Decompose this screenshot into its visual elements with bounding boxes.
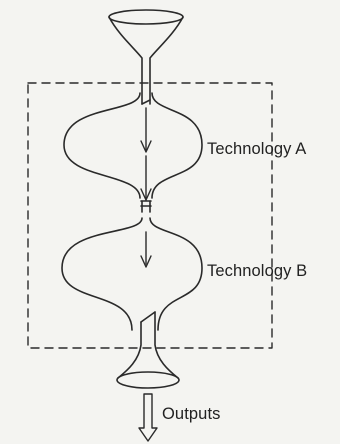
technology-b-label: Technology B xyxy=(207,262,307,281)
input-funnel xyxy=(109,10,183,104)
outputs-arrow-icon xyxy=(139,394,157,441)
technology-a-vessel xyxy=(64,93,202,212)
system-boundary xyxy=(28,83,272,348)
technology-a-label: Technology A xyxy=(207,140,306,159)
flow-arrow xyxy=(141,108,151,267)
outputs-label: Outputs xyxy=(162,405,220,424)
output-funnel xyxy=(117,312,179,388)
technology-b-vessel xyxy=(62,218,202,330)
